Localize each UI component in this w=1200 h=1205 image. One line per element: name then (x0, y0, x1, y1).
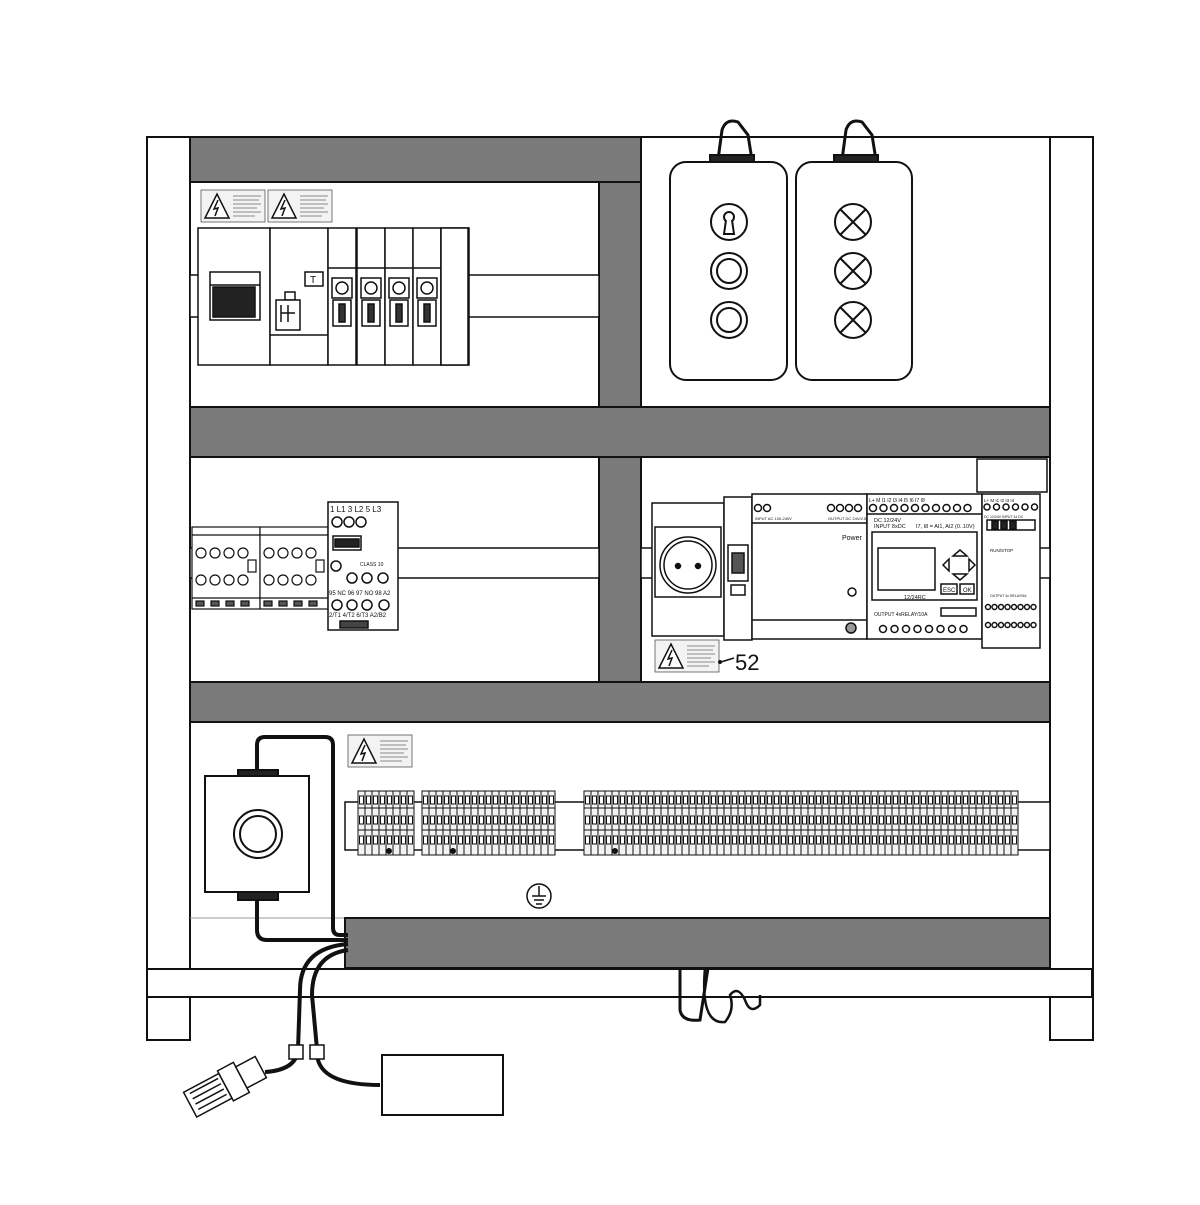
right-post (1049, 136, 1094, 1041)
plc-expansion-module: L+ M I1 I2 I3 I4 DC 12/24V INPUT 4x DC R… (976, 458, 1048, 649)
callout-52: 52 (718, 650, 759, 675)
wiring-ducts (189, 136, 1051, 969)
circuit-breaker (327, 227, 357, 366)
warning-high-voltage-icon (654, 639, 720, 673)
plc-keypad[interactable]: ESC OK (940, 549, 977, 595)
indicator-lamp-station (795, 119, 913, 381)
terminal-blocks (357, 790, 1019, 856)
warning-high-voltage-icon (267, 189, 333, 223)
upper-horizontal-duct (189, 406, 1051, 458)
push-button-icon[interactable] (233, 809, 283, 859)
exp-run-stop-label: RUN/STOP (990, 548, 1013, 553)
schuko-socket-icon (659, 536, 717, 594)
main-isolator-switch (197, 227, 271, 366)
indicator-lamp-icon (834, 203, 872, 241)
psu-output-label: OUTPUT DC 24V/2.5A (828, 516, 869, 521)
din-socket (651, 502, 725, 637)
plc-logic-module: L+ M I1 I2 I3 I4 I5 I6 I7 I8 DC 12/24V I… (866, 493, 983, 640)
ground-symbol-icon (526, 883, 552, 909)
key-switch-icon[interactable] (710, 203, 748, 241)
contactors (191, 526, 329, 610)
bottom-duct (344, 917, 1051, 969)
warning-high-voltage-icon (200, 189, 266, 223)
circuit-breaker (412, 227, 442, 366)
contactor (259, 526, 329, 610)
psu-input-label: INPUT AC 100-240V (755, 516, 792, 521)
residual-current-device: T (269, 227, 329, 366)
middle-vertical-duct (598, 456, 642, 683)
din-circuit-breaker (723, 496, 753, 641)
svg-text:T: T (310, 275, 316, 286)
overload-relay: 1 L1 3 L2 5 L3 CLASS 10 95 NC 96 97 NO 9… (327, 501, 399, 631)
power-supply: INPUT AC 100-240V OUTPUT DC 24V/2.5A Pow… (751, 493, 869, 640)
emergency-stop-box (204, 735, 348, 942)
upper-vertical-duct (598, 181, 642, 408)
circuit-breaker (384, 227, 414, 366)
lower-horizontal-duct (189, 681, 1051, 723)
plc-input-label: INPUT 8xDC (874, 524, 906, 530)
pushbutton-station (669, 119, 788, 381)
ok-button[interactable] (959, 583, 975, 595)
push-button-icon[interactable] (710, 301, 748, 339)
indicator-lamp-icon (834, 252, 872, 290)
indicator-lamp-icon (834, 301, 872, 339)
esc-label: ESC (943, 588, 956, 594)
exp-top-terminals: L+ M I1 I2 I3 I4 (984, 498, 1015, 503)
bottom-rail (146, 968, 1093, 998)
exp-output-label: OUTPUT 4x RELAY/5A (990, 594, 1027, 598)
circuit-breakers (327, 227, 470, 366)
overload-class-label: CLASS 10 (360, 562, 384, 568)
left-post (146, 136, 191, 1041)
plc-analog-label: I7, I8 = AI1, AI2 (0..10V) (916, 524, 975, 530)
circuit-breaker (356, 227, 386, 366)
callout-label: 52 (735, 650, 759, 675)
plc-display (877, 547, 936, 591)
external-junction-box (381, 1054, 504, 1116)
exp-supply-label: DC 12/24V INPUT 4x DC (984, 515, 1024, 519)
psu-power-label: Power (842, 535, 863, 542)
top-left-duct (189, 136, 642, 183)
plc-output-label: OUTPUT 4xRELAY/10A (874, 612, 928, 618)
plc-model-label: 12/24RC (904, 595, 926, 601)
ok-label: OK (963, 588, 972, 594)
cee-plug-icon (182, 1055, 268, 1119)
warning-high-voltage-icon (347, 734, 413, 768)
overload-top-terminals: 1 L1 3 L2 5 L3 (330, 505, 382, 514)
contactor (191, 526, 261, 610)
terminal-block-group (421, 790, 556, 856)
esc-button[interactable] (940, 583, 958, 595)
overload-mid-labels: 95 NC 96 97 NO 98 A2 (329, 591, 391, 597)
plc-top-terminals: L+ M I1 I2 I3 I4 I5 I6 I7 I8 (869, 498, 925, 504)
push-button-icon[interactable] (710, 252, 748, 290)
overload-bottom-terminals: 2/T1 4/T2 6/T3 A2/B2 (329, 613, 387, 619)
terminal-block-group (583, 790, 1019, 856)
supply-cables (264, 942, 762, 1087)
plc-supply-label: DC 12/24V (874, 518, 901, 524)
terminal-block-group (357, 790, 415, 856)
